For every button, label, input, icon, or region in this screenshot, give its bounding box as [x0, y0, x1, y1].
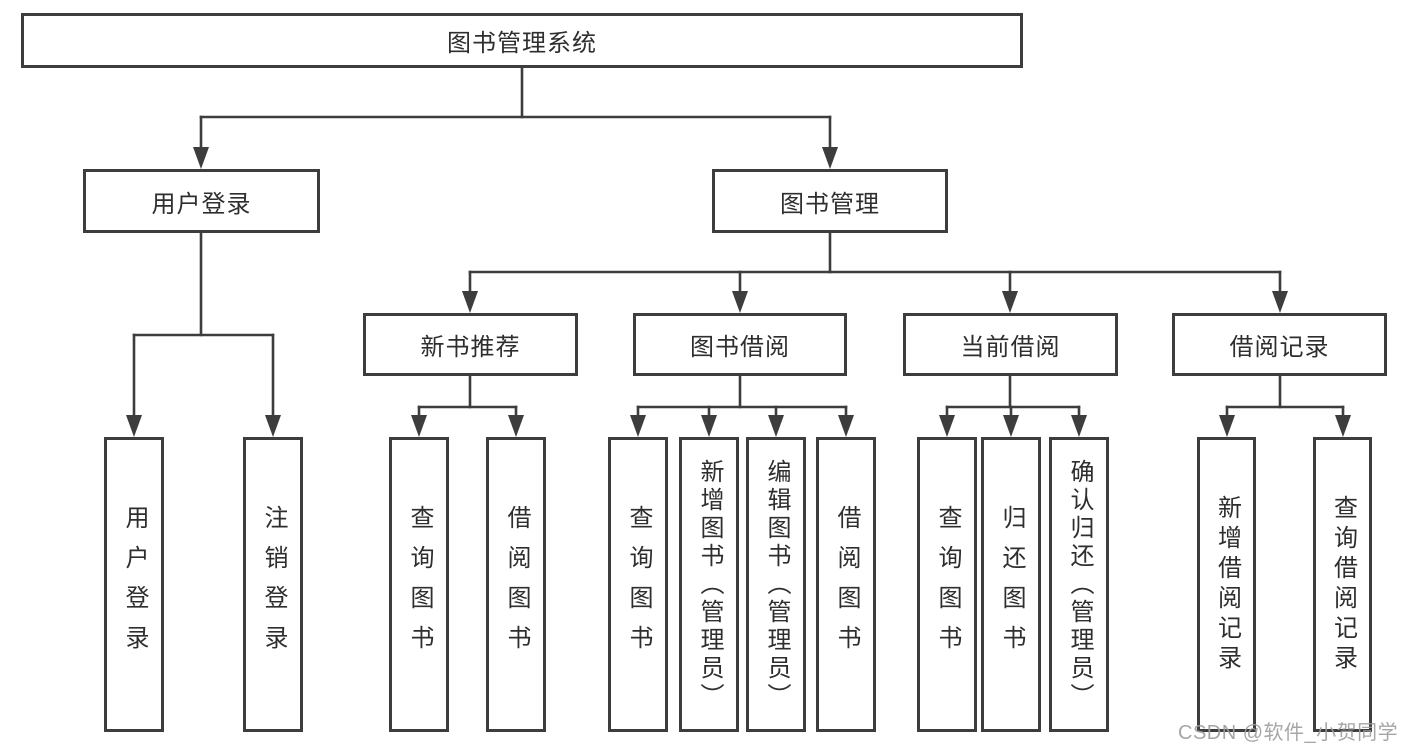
node-new-book-recommend: 新书推荐: [363, 313, 578, 376]
node-current-borrow: 当前借阅: [903, 313, 1118, 376]
node-current-borrow-label: 当前借阅: [960, 334, 1061, 361]
leaf-borrow-book-label: 借阅图书: [833, 504, 860, 665]
leaf-edit-book-admin: 编辑图书（管理员）: [746, 437, 806, 732]
leaf-edit-book-admin-label: 编辑图书（管理员）: [763, 458, 790, 711]
leaf-return-book: 归还图书: [981, 437, 1041, 732]
leaf-search-borrow-record: 查询借阅记录: [1313, 437, 1372, 732]
node-user-login-label: 用户登录: [151, 190, 252, 218]
leaf-confirm-return-admin: 确认归还（管理员）: [1049, 437, 1109, 732]
node-new-book-recommend-label: 新书推荐: [420, 334, 521, 361]
leaf-rec-borrow-book: 借阅图书: [486, 437, 546, 732]
leaf-user-login: 用户登录: [104, 437, 164, 732]
leaf-logout: 注销登录: [243, 437, 303, 732]
leaf-confirm-return-admin-label: 确认归还（管理员）: [1066, 458, 1093, 711]
node-book-management: 图书管理: [712, 169, 948, 233]
leaf-logout-label: 注销登录: [260, 504, 287, 665]
node-root-label: 图书管理系统: [447, 30, 597, 57]
leaf-borrow-search-book-label: 查询图书: [625, 504, 652, 665]
leaf-return-book-label: 归还图书: [998, 504, 1025, 665]
leaf-add-book-admin: 新增图书（管理员）: [679, 437, 739, 732]
leaf-rec-search-book: 查询图书: [389, 437, 449, 732]
node-book-management-label: 图书管理: [780, 190, 880, 218]
leaf-add-borrow-record: 新增借阅记录: [1197, 437, 1256, 732]
leaf-rec-search-book-label: 查询图书: [406, 504, 433, 665]
leaf-search-borrow-record-label: 查询借阅记录: [1329, 494, 1357, 675]
node-book-borrow-label: 图书借阅: [690, 334, 790, 361]
node-borrow-record: 借阅记录: [1172, 313, 1387, 376]
leaf-add-borrow-record-label: 新增借阅记录: [1213, 494, 1241, 675]
leaf-user-login-label: 用户登录: [121, 504, 148, 665]
leaf-rec-borrow-book-label: 借阅图书: [503, 504, 530, 665]
node-book-borrow: 图书借阅: [633, 313, 847, 376]
node-root: 图书管理系统: [21, 13, 1023, 68]
leaf-current-search-book: 查询图书: [917, 437, 977, 732]
node-user-login: 用户登录: [83, 169, 320, 233]
node-borrow-record-label: 借阅记录: [1229, 334, 1330, 361]
leaf-add-book-admin-label: 新增图书（管理员）: [696, 458, 723, 711]
csdn-watermark: CSDN @软件_小贺同学: [1178, 722, 1399, 744]
leaf-borrow-book: 借阅图书: [816, 437, 876, 732]
leaf-borrow-search-book: 查询图书: [608, 437, 668, 732]
leaf-current-search-book-label: 查询图书: [934, 504, 961, 665]
